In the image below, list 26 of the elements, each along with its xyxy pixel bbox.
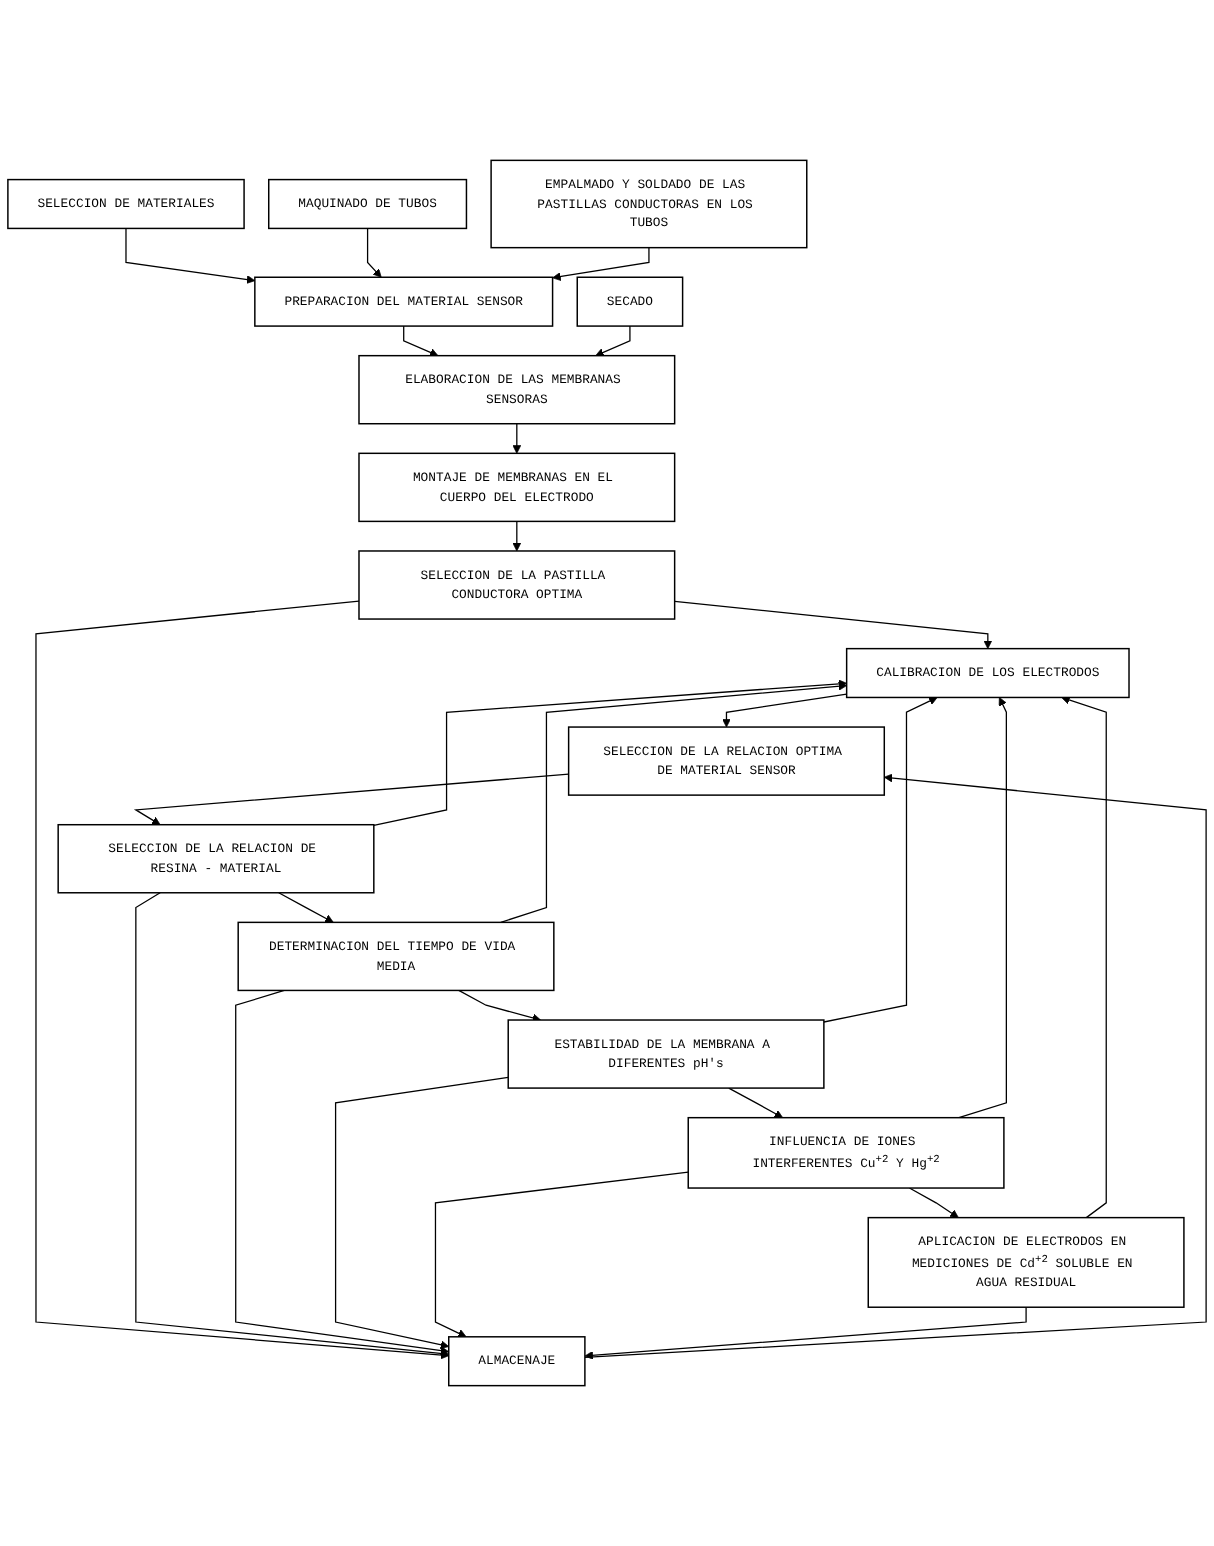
arrow <box>434 1171 689 1338</box>
arrow <box>908 1187 959 1218</box>
arrow <box>235 989 450 1355</box>
arrow <box>512 520 522 552</box>
arrow <box>334 1076 509 1350</box>
arrow <box>125 227 256 284</box>
arrow <box>674 600 993 650</box>
arrow <box>552 247 650 281</box>
arrow <box>133 773 570 826</box>
arrow <box>458 989 541 1023</box>
arrow <box>823 696 938 1023</box>
arrow <box>373 679 848 826</box>
arrow <box>135 892 450 1358</box>
arrow <box>595 325 631 357</box>
arrow <box>1061 695 1107 1219</box>
arrow <box>512 423 522 454</box>
arrow <box>584 1306 1027 1360</box>
arrow <box>403 325 439 357</box>
arrow <box>500 681 848 923</box>
arrow <box>584 773 1207 1358</box>
arrow <box>278 892 334 923</box>
arrow <box>728 1087 784 1119</box>
arrow <box>958 697 1007 1119</box>
arrow <box>722 693 848 728</box>
arrow <box>366 227 382 278</box>
arrow <box>35 600 450 1360</box>
